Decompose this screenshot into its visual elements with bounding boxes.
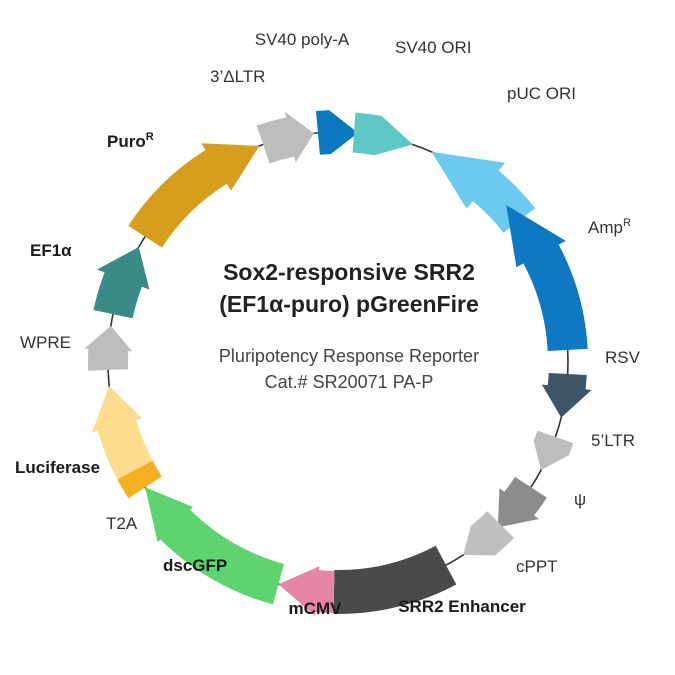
luciferase-label-text: Luciferase: [15, 458, 100, 477]
mcmv-label: mCMV: [289, 599, 343, 618]
srr2-label-text: SRR2 Enhancer: [398, 597, 526, 616]
wpre-label: WPRE: [20, 333, 71, 352]
5ltr-label: 5’LTR: [591, 431, 635, 450]
sv40-polya-segment: [316, 110, 358, 155]
map-subtitle-line1: Pluripotency Response Reporter: [219, 346, 479, 366]
5ltr-segment: [533, 430, 574, 470]
ef1a-label-text: EF1α: [30, 241, 72, 260]
rsv-label: RSV: [605, 348, 641, 367]
psi-segment: [497, 476, 547, 528]
luciferase-label: Luciferase: [15, 458, 100, 477]
mcmv-label-text: mCMV: [289, 599, 343, 618]
mcmv-segment: [278, 566, 335, 616]
puror-label: PuroR: [107, 131, 154, 151]
sv40-ori-label-text: SV40 ORI: [395, 38, 472, 57]
dscgfp-label-text: dscGFP: [163, 556, 227, 575]
puc-ori-label-text: pUC ORI: [507, 84, 576, 103]
5ltr-label-text: 5’LTR: [591, 431, 635, 450]
psi-label: ψ: [574, 490, 586, 509]
ef1a-segment: [93, 247, 150, 319]
puc-ori-label: pUC ORI: [507, 84, 576, 103]
ampr-label-text: Amp: [588, 218, 623, 237]
cppt-label-text: cPPT: [516, 557, 558, 576]
ef1a-label: EF1α: [30, 241, 72, 260]
map-title-line2: (EF1α-puro) pGreenFire: [219, 291, 479, 317]
puror-label-superscript: R: [146, 131, 154, 143]
cppt-segment: [463, 511, 515, 556]
t2a-label-text: T2A: [106, 514, 138, 533]
puror-segment: [128, 143, 260, 248]
3ltr-label-text: 3’ΔLTR: [210, 67, 265, 86]
rsv-segment: [541, 373, 592, 418]
3ltr-segment: [256, 111, 314, 164]
srr2-segment: [333, 545, 457, 615]
dscgfp-segment: [145, 487, 284, 605]
t2a-segment: [117, 460, 162, 499]
srr2-label: SRR2 Enhancer: [398, 597, 526, 616]
ampr-label: AmpR: [588, 217, 631, 237]
cppt-label: cPPT: [516, 557, 558, 576]
3ltr-label: 3’ΔLTR: [210, 67, 265, 86]
dscgfp-label: dscGFP: [163, 556, 227, 575]
sv40-polya-label: SV40 poly-A: [255, 30, 350, 49]
sv40-ori-segment: [352, 112, 413, 156]
t2a-label: T2A: [106, 514, 138, 533]
map-title-line1: Sox2-responsive SRR2: [223, 259, 475, 285]
map-subtitle-line2: Cat.# SR20071 PA-P: [265, 372, 434, 392]
ampr-label-superscript: R: [623, 217, 631, 229]
sv40-ori-label: SV40 ORI: [395, 38, 472, 57]
wpre-segment: [84, 326, 133, 371]
wpre-label-text: WPRE: [20, 333, 71, 352]
psi-label-text: ψ: [574, 490, 586, 509]
sv40-polya-label-text: SV40 poly-A: [255, 30, 350, 49]
rsv-label-text: RSV: [605, 348, 641, 367]
puror-label-text: Puro: [107, 132, 146, 151]
ampr-segment: [506, 205, 588, 351]
luciferase-segment: [91, 386, 153, 480]
